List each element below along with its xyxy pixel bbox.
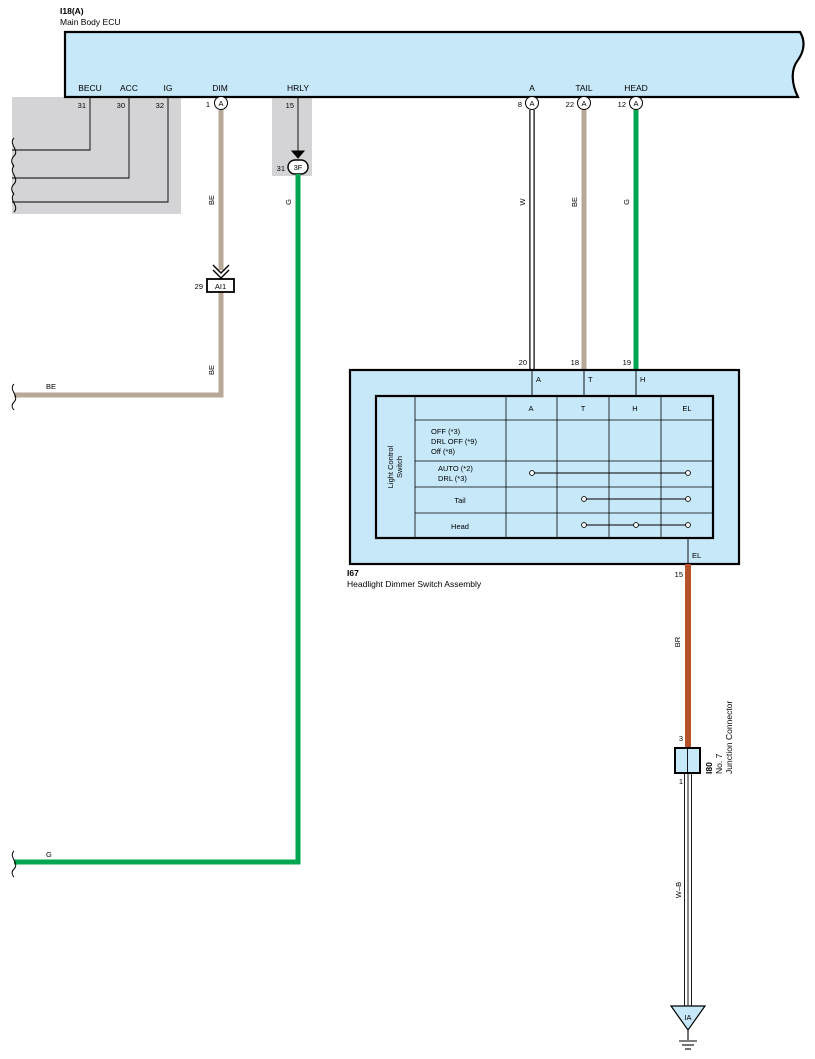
switch-table-row-tail: Tail	[454, 496, 466, 505]
ecu-pin-name-dim: DIM	[212, 83, 228, 93]
wire-color-ground: W–B	[674, 882, 683, 898]
switch-internal-leads	[531, 370, 689, 564]
switch-pin-num-a: 20	[519, 358, 527, 367]
wire-color-dim-upper: BE	[207, 195, 216, 205]
switch-pin-num-el: 15	[675, 570, 683, 579]
switch-pin-name-h: H	[640, 375, 645, 384]
ecu-pin-num-dim: 1	[206, 100, 210, 109]
ecu-pin-num-hrly: 15	[286, 101, 294, 110]
junction-code: I80	[704, 762, 714, 774]
switch-pin-name-t: T	[588, 375, 593, 384]
switch-table-col-a: A	[528, 404, 533, 413]
wire-color-hrly-left: G	[46, 850, 52, 859]
ground-icon	[679, 1030, 697, 1050]
dim-junction-code: AI1	[215, 282, 226, 291]
switch-table	[374, 394, 715, 540]
ecu-pin-name-a: A	[529, 83, 535, 93]
switch-table-row-off-2: DRL OFF (*9)	[431, 437, 477, 446]
ecu-conn-tail: A	[581, 99, 586, 108]
ecu-pin-num-tail: 22	[566, 100, 574, 109]
wire-color-el: BR	[673, 636, 682, 647]
ecu-pin-connectors	[214, 96, 643, 110]
switch-pin-num-h: 19	[623, 358, 631, 367]
ecu-box	[63, 30, 805, 99]
switch-continuity-marks	[529, 470, 691, 528]
stub-wires	[12, 97, 169, 203]
ecu-code: I18(A)	[60, 6, 84, 16]
hrly-junction-pin: 31	[277, 164, 285, 173]
shaded-region-left	[12, 97, 181, 214]
switch-pin-num-t: 18	[571, 358, 579, 367]
ecu-pin-name-becu: BECU	[78, 83, 102, 93]
ground-triangle	[669, 1005, 707, 1032]
switch-table-row-off-3: Off (*8)	[431, 447, 456, 456]
ecu-pin-name-head: HEAD	[624, 83, 648, 93]
wire-color-hrly: G	[284, 199, 293, 205]
dim-wire	[14, 110, 224, 398]
ecu-pin-name-ig: IG	[164, 83, 173, 93]
ecu-conn-head: A	[633, 99, 638, 108]
switch-table-row-auto-2: DRL (*3)	[438, 474, 467, 483]
switch-table-side-label-1: Light Control	[386, 445, 395, 488]
switch-assembly-code: I67	[347, 568, 359, 578]
ecu-pin-name-acc: ACC	[120, 83, 138, 93]
switch-table-side-label-2: Switch	[395, 456, 404, 478]
ecu-conn-a: A	[529, 99, 534, 108]
switch-pin-name-a: A	[536, 375, 541, 384]
ground-label: IA	[684, 1013, 691, 1022]
break-marks-left	[11, 137, 17, 213]
hrly-wire	[14, 174, 301, 865]
wire-color-tail: BE	[570, 197, 579, 207]
switch-pin-name-el: EL	[692, 551, 701, 560]
junction-name-1: No. 7	[714, 753, 724, 774]
ground-wire	[684, 773, 692, 1008]
dim-junction-pin: 29	[195, 282, 203, 291]
ecu-pin-num-ig: 32	[156, 101, 164, 110]
ecu-pin-name-hrly: HRLY	[287, 83, 309, 93]
break-mark-hrly	[11, 850, 17, 878]
switch-table-col-t: T	[581, 404, 586, 413]
ecu-pin-name-tail: TAIL	[575, 83, 593, 93]
ecu-pin-num-head: 12	[618, 100, 626, 109]
hrly-arrow	[290, 150, 306, 159]
ecu-conn-dim: A	[218, 99, 223, 108]
ecu-name: Main Body ECU	[60, 17, 120, 27]
switch-table-row-head: Head	[451, 522, 469, 531]
junction-name-2: Junction Connector	[724, 701, 734, 774]
switch-table-col-el: EL	[682, 404, 691, 413]
wire-color-dim-left: BE	[46, 382, 56, 391]
junction-pin-top: 3	[679, 734, 683, 743]
wire-color-dim-lower: BE	[207, 365, 216, 375]
switch-table-row-auto-1: AUTO (*2)	[438, 464, 473, 473]
switch-table-col-h: H	[632, 404, 637, 413]
hrly-junction-code: 3F	[294, 163, 303, 172]
switch-table-row-off-1: OFF (*3)	[431, 427, 461, 436]
ecu-pin-num-a: 8	[518, 100, 522, 109]
junction-pin-bottom: 1	[679, 777, 683, 786]
wire-color-head: G	[622, 199, 631, 205]
dim-junction-connector	[206, 264, 235, 293]
break-mark-dim	[11, 383, 17, 411]
ecu-pin-num-becu: 31	[78, 101, 86, 110]
switch-assembly-name: Headlight Dimmer Switch Assembly	[347, 579, 482, 589]
ecu-pin-num-acc: 30	[117, 101, 125, 110]
wire-color-a: W	[518, 198, 527, 206]
